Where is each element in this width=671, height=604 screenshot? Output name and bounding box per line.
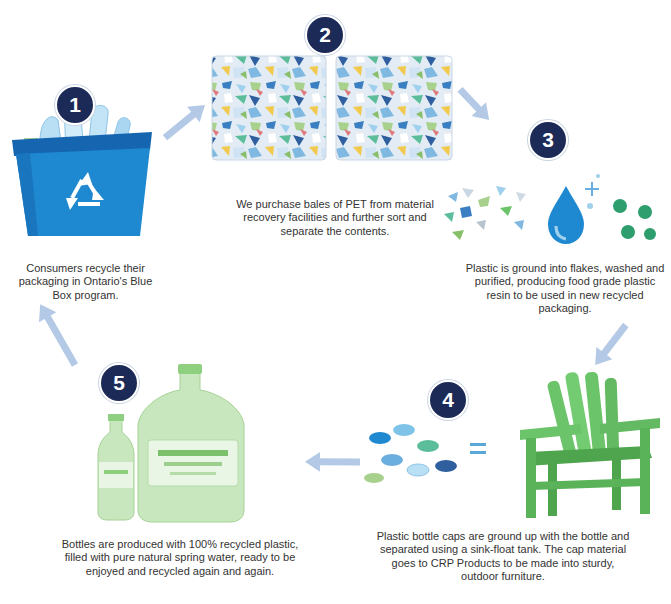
plastic-flakes <box>500 206 512 216</box>
bottle-caps <box>393 424 415 436</box>
plastic-flakes <box>496 186 506 196</box>
water-bottles <box>178 364 202 374</box>
outdoor-chair <box>526 438 536 518</box>
step-number: 2 <box>305 15 345 55</box>
water-drop <box>596 174 600 178</box>
plastic-flakes <box>478 196 490 207</box>
plastic-flakes <box>452 230 464 240</box>
outdoor-chair <box>605 378 620 458</box>
resin-pellets <box>613 199 656 240</box>
water-bottles <box>148 440 238 486</box>
outdoor-chair <box>532 478 646 490</box>
step-number: 1 <box>55 85 95 125</box>
recycling-bin <box>16 148 150 236</box>
pet-bales <box>212 56 326 160</box>
pet-bales <box>212 56 452 160</box>
bottle-caps <box>417 440 439 452</box>
flow-arrow <box>39 304 75 365</box>
water-bottles <box>164 462 222 466</box>
flow-arrow <box>165 105 205 138</box>
bottle-caps <box>435 460 457 472</box>
step-caption: Bottles are produced with 100% recycled … <box>55 538 305 578</box>
recycle-symbol <box>78 202 100 206</box>
water-bottles <box>138 372 244 522</box>
resin-pellets <box>621 225 635 239</box>
recycle-symbol <box>66 198 78 210</box>
equals-sign <box>470 443 486 454</box>
arrow-shaft <box>318 458 360 465</box>
bottle-caps <box>364 473 384 483</box>
water-bottles <box>98 420 134 520</box>
arrow-shaft <box>47 316 75 365</box>
resin-pellets <box>613 199 627 213</box>
plastic-flakes <box>444 212 454 222</box>
water-bottles <box>108 414 124 421</box>
process-stage: 3Plastic is ground into flakes, washed a… <box>465 120 666 325</box>
process-stage: 2 We purchase bales of PET from material … <box>205 15 460 240</box>
water-bottles <box>158 450 228 456</box>
outdoor-chair <box>520 371 660 518</box>
step-number: 4 <box>428 380 468 420</box>
pet-bales <box>336 56 452 160</box>
outdoor-chair <box>585 372 607 459</box>
step-number: 5 <box>99 363 139 403</box>
recycling-bin <box>16 153 38 236</box>
outdoor-chair <box>520 424 582 440</box>
outdoor-chair <box>526 446 652 466</box>
recycle-symbol <box>92 188 104 200</box>
plastic-flakes <box>462 188 474 198</box>
arrow-head <box>305 452 320 472</box>
equals-sign <box>470 443 486 446</box>
water-bottles <box>99 462 133 488</box>
step-caption: We purchase bales of PET from material r… <box>235 198 435 238</box>
resin-pellets <box>644 228 656 240</box>
recycle-symbol <box>78 172 92 186</box>
flow-arrow <box>595 325 626 365</box>
step-caption: Plastic bottle caps are ground up with t… <box>372 530 634 584</box>
resin-pellets <box>638 205 652 219</box>
plastic-flakes <box>514 220 524 230</box>
step-number: 3 <box>528 120 568 160</box>
arrow-shaft <box>165 113 195 137</box>
bottle-caps <box>369 432 391 444</box>
arrow-shaft <box>460 89 480 110</box>
plastic-flakes <box>444 186 526 240</box>
recycle-symbol <box>66 172 104 210</box>
water-drop <box>587 203 593 209</box>
bottle-caps <box>381 454 403 466</box>
process-stage: 5Bottles are produced with 100% recycled… <box>55 365 305 585</box>
plastic-flakes <box>448 192 458 202</box>
plastic-flakes <box>460 206 472 218</box>
process-stage: 4Plastic bottle caps are ground up with … <box>360 365 640 586</box>
water-drop <box>556 226 566 239</box>
water-drop <box>585 182 599 196</box>
process-stage: 1Consumers recycle their packaging in On… <box>5 85 165 304</box>
flow-arrow <box>305 452 360 472</box>
outdoor-chair <box>600 418 660 434</box>
outdoor-chair <box>640 428 650 514</box>
plastic-flakes <box>516 192 526 202</box>
water-bottles <box>98 364 244 522</box>
arrow-head <box>39 304 56 322</box>
equals-sign <box>470 451 486 454</box>
arrow-head <box>187 105 205 122</box>
step-caption: Consumers recycle their packaging in Ont… <box>8 262 163 302</box>
arrow-shaft <box>603 325 626 355</box>
water-bottles <box>170 472 216 475</box>
plastic-flakes <box>476 220 486 230</box>
flow-arrow <box>460 89 489 120</box>
water-drop <box>548 174 600 244</box>
bottle-caps <box>407 464 429 476</box>
water-bottles <box>104 470 128 474</box>
step-caption: Plastic is ground into flakes, washed an… <box>465 262 665 316</box>
arrow-head <box>595 347 612 365</box>
water-drop <box>548 186 584 244</box>
arrow-head <box>472 102 490 120</box>
bottle-caps <box>364 424 457 483</box>
